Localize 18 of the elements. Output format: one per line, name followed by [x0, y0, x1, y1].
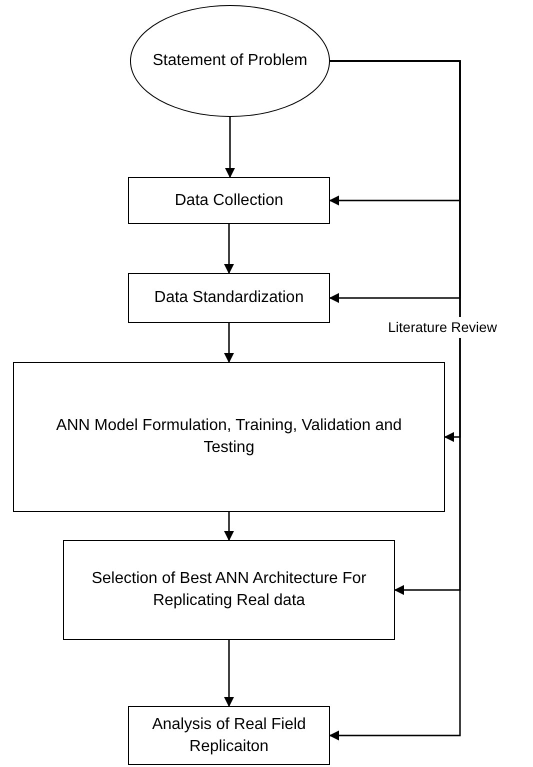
node-text: Data Standardization — [154, 288, 304, 308]
process-box — [128, 177, 330, 224]
node-text: Analysis of Real Field Replicaiton — [151, 714, 307, 756]
arrow — [225, 117, 235, 178]
process-box — [128, 273, 330, 323]
process-box — [13, 362, 445, 512]
annotation-text: Literature Review — [388, 317, 497, 338]
node-text: Statement of Problem — [152, 51, 308, 72]
arrow — [224, 640, 234, 707]
process-box — [63, 540, 395, 640]
node-text: Data Collection — [174, 190, 284, 211]
node-text: Selection of Best ANN Architecture For Replicating Real data — [90, 569, 368, 611]
arrow — [224, 323, 234, 363]
arrow — [224, 512, 234, 541]
process-box — [128, 706, 330, 765]
node-text: ANN Model Formulation, Training, Validation and Testing — [55, 416, 403, 458]
arrow — [329, 60, 461, 740]
arrow — [224, 224, 234, 274]
